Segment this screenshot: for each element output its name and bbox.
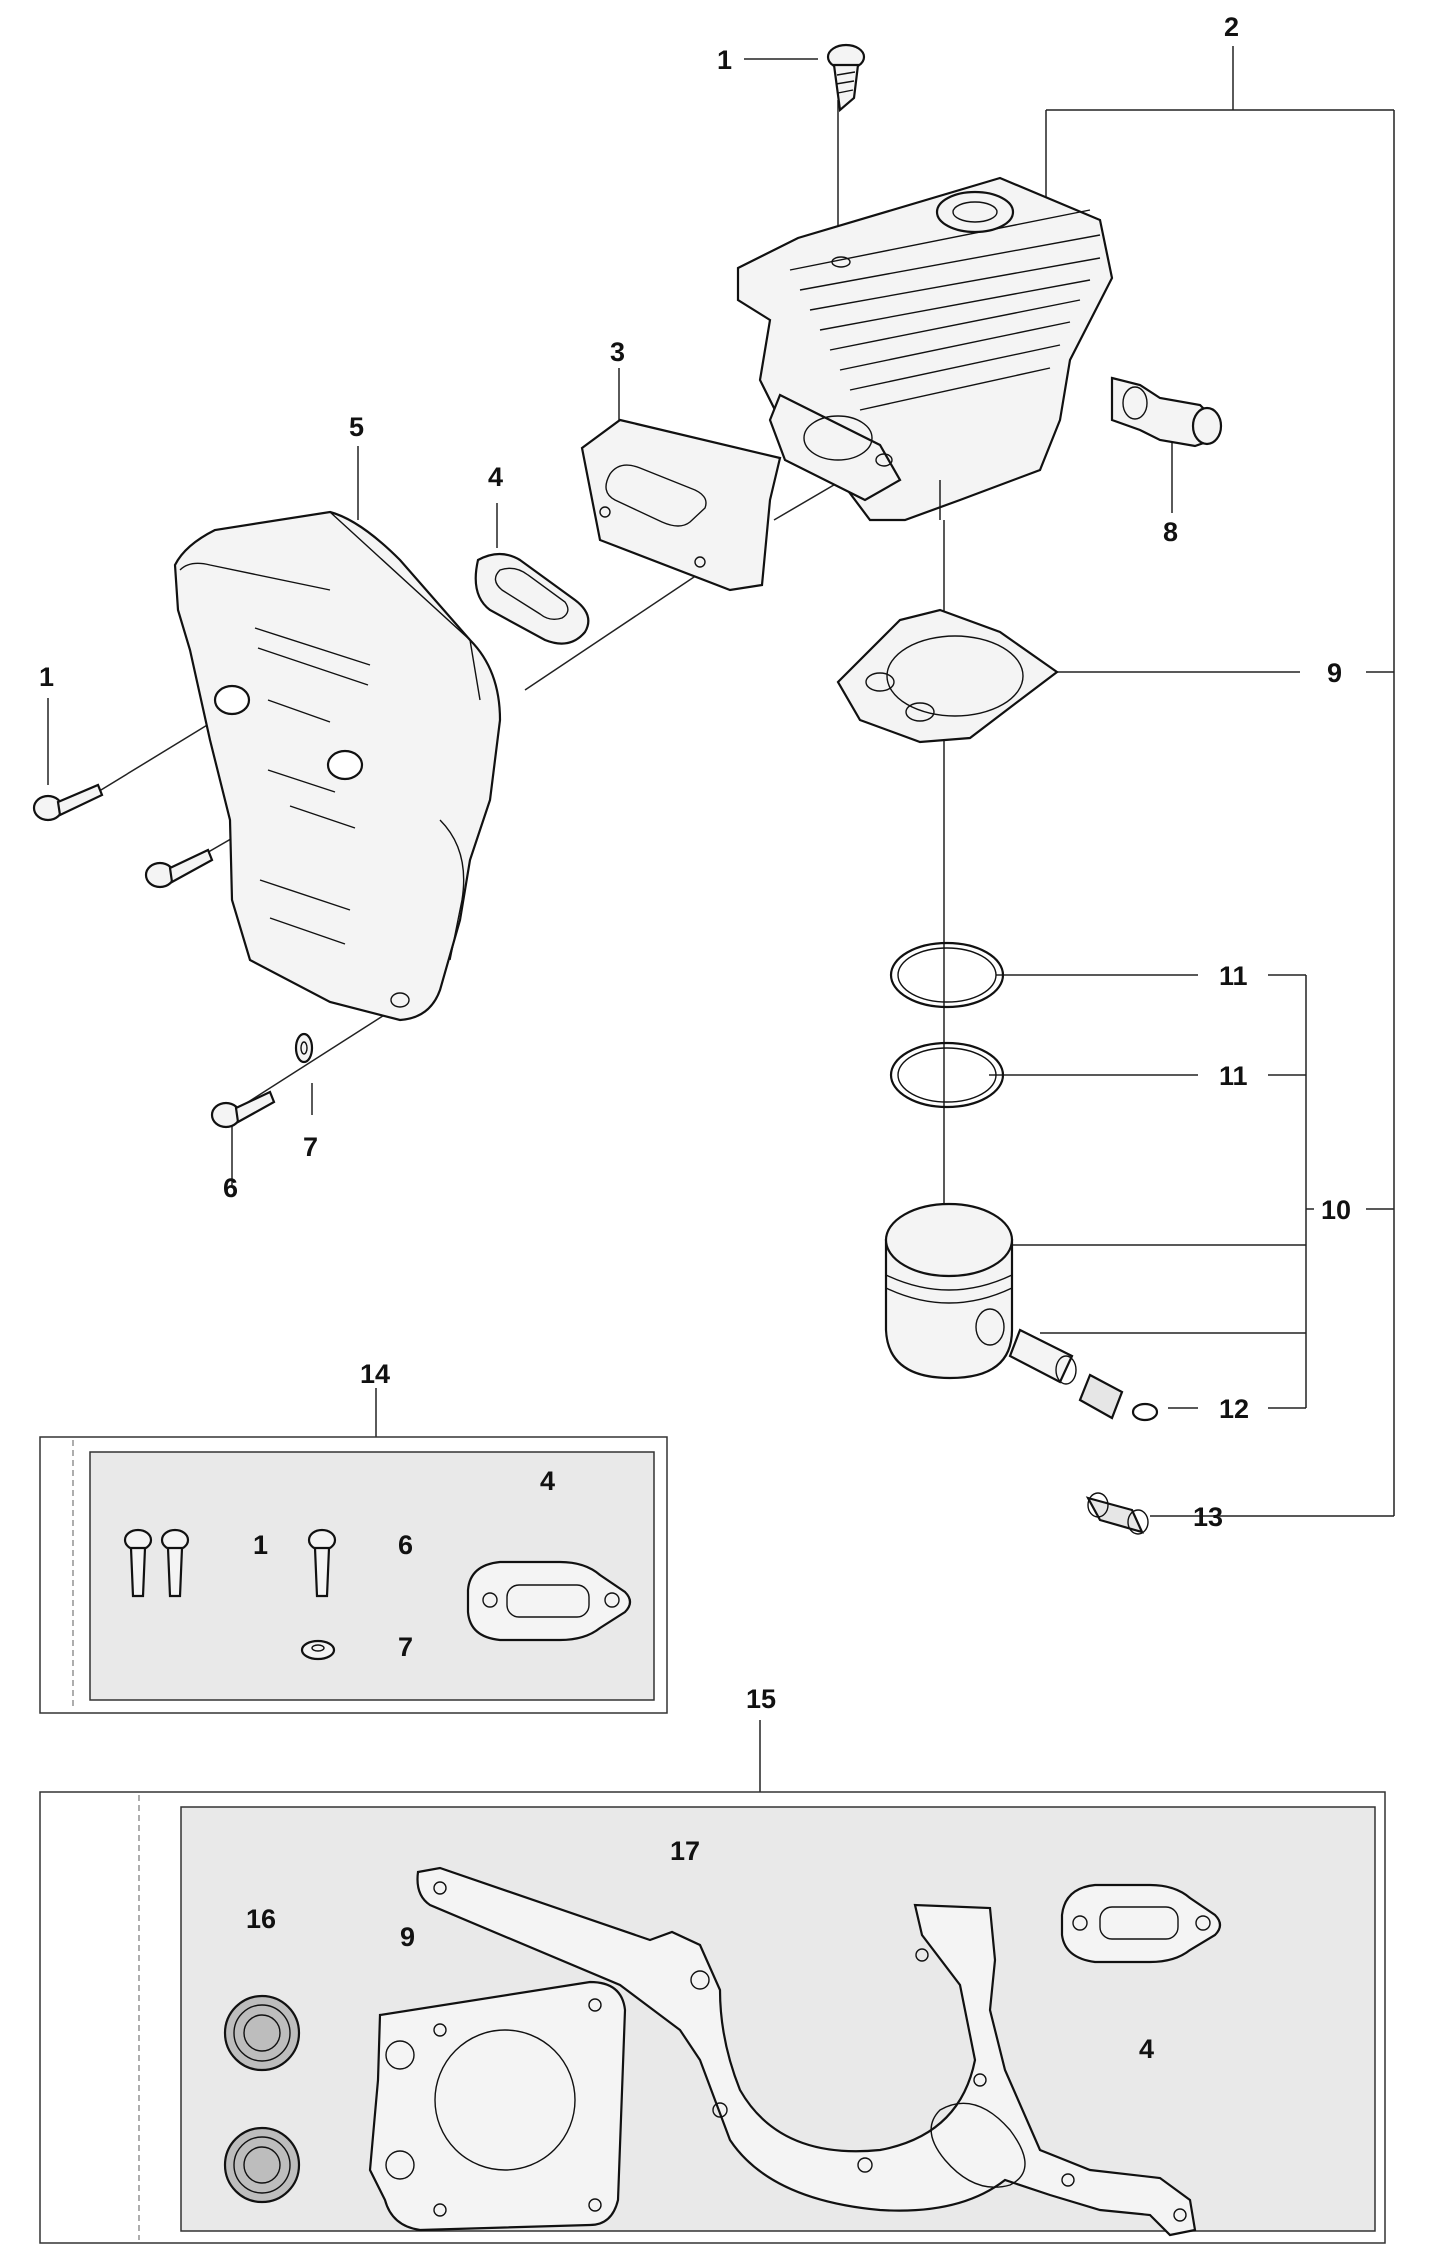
callout-6: 6	[223, 1173, 238, 1203]
callout-1-left: 1	[39, 662, 54, 692]
kit-14-callout-7: 7	[398, 1632, 413, 1662]
piston-rings	[889, 941, 1005, 1109]
callout-13: 13	[1193, 1502, 1223, 1532]
kit-15-crankcase-gasket	[416, 1866, 1197, 2237]
callout-9: 9	[1327, 658, 1342, 688]
callout-10: 10	[1321, 1195, 1351, 1225]
kit-15-exhaust-gasket	[1060, 1883, 1222, 1964]
muffler	[173, 510, 502, 1022]
exhaust-gasket	[474, 552, 590, 645]
kit-15-callout-9: 9	[400, 1922, 415, 1952]
callout-5: 5	[349, 412, 364, 442]
kit-15-callout-4: 4	[1139, 2034, 1154, 2064]
kit-14-panel	[39, 1436, 668, 1714]
callout-11-b: 11	[1219, 1061, 1248, 1091]
callout-2: 2	[1224, 12, 1239, 42]
screw-left-a	[32, 783, 104, 822]
kit-15-base-gasket	[368, 1980, 627, 2232]
washer-7	[294, 1032, 314, 1064]
callout-15: 15	[746, 1684, 776, 1714]
callout-8: 8	[1163, 517, 1178, 547]
kit-14-callout-4: 4	[540, 1466, 555, 1496]
callout-1-top: 1	[717, 45, 732, 75]
kit-14-callout-6: 6	[398, 1530, 413, 1560]
screw-left-b	[144, 848, 214, 889]
callout-7: 7	[303, 1132, 318, 1162]
kit-15-seals	[223, 1994, 301, 2204]
cylinder-gasket	[836, 608, 1059, 744]
callout-11-a: 11	[1219, 961, 1248, 991]
kit-15-callout-16: 16	[246, 1904, 276, 1934]
kit-14-washer	[300, 1639, 336, 1661]
kit-14-gasket	[466, 1560, 632, 1642]
cylinder	[736, 176, 1114, 522]
callout-3: 3	[610, 337, 625, 367]
kit-14-callout-1: 1	[253, 1530, 268, 1560]
screw-6	[210, 1090, 276, 1129]
decompression-valve	[1110, 376, 1223, 448]
kit-15-callout-17: 17	[670, 1836, 700, 1866]
piston	[884, 1202, 1014, 1380]
leader-lines	[47, 46, 1395, 2022]
callout-12: 12	[1219, 1394, 1249, 1424]
piston-pin	[1008, 1328, 1159, 1422]
callout-4: 4	[488, 462, 503, 492]
muffler-flange	[580, 418, 782, 592]
kit-14-screws	[123, 1528, 337, 1598]
screw-top	[826, 43, 866, 113]
callout-14: 14	[360, 1359, 390, 1389]
needle-bearing	[1085, 1492, 1149, 1535]
